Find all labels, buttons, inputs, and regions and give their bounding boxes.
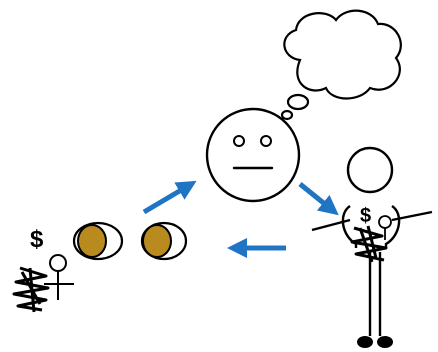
- right-eye: [260, 135, 272, 147]
- coin-icon-right: [140, 221, 188, 261]
- head: [346, 146, 394, 194]
- coin-icon-left: [72, 221, 124, 261]
- arrow-icon-up-right: [142, 180, 197, 215]
- thought-bubble-small: [280, 109, 294, 121]
- left-dollar-sign: $: [30, 226, 44, 253]
- arrows: [142, 180, 339, 258]
- left-stick-figure-icon: $: [12, 226, 74, 313]
- right-dollar-sign: $: [360, 205, 371, 227]
- thought-cloud-icon: [280, 9, 402, 121]
- arrow-icon-down-right: [298, 182, 339, 216]
- thought-bubble-large: [286, 93, 310, 111]
- coins: [72, 221, 188, 261]
- right-stick-figure-icon: $: [311, 146, 433, 348]
- scribble: [12, 266, 50, 313]
- face-outline: [205, 107, 301, 203]
- neutral-face-icon: [205, 107, 301, 203]
- left-eye: [233, 135, 245, 147]
- scribble: [350, 225, 388, 263]
